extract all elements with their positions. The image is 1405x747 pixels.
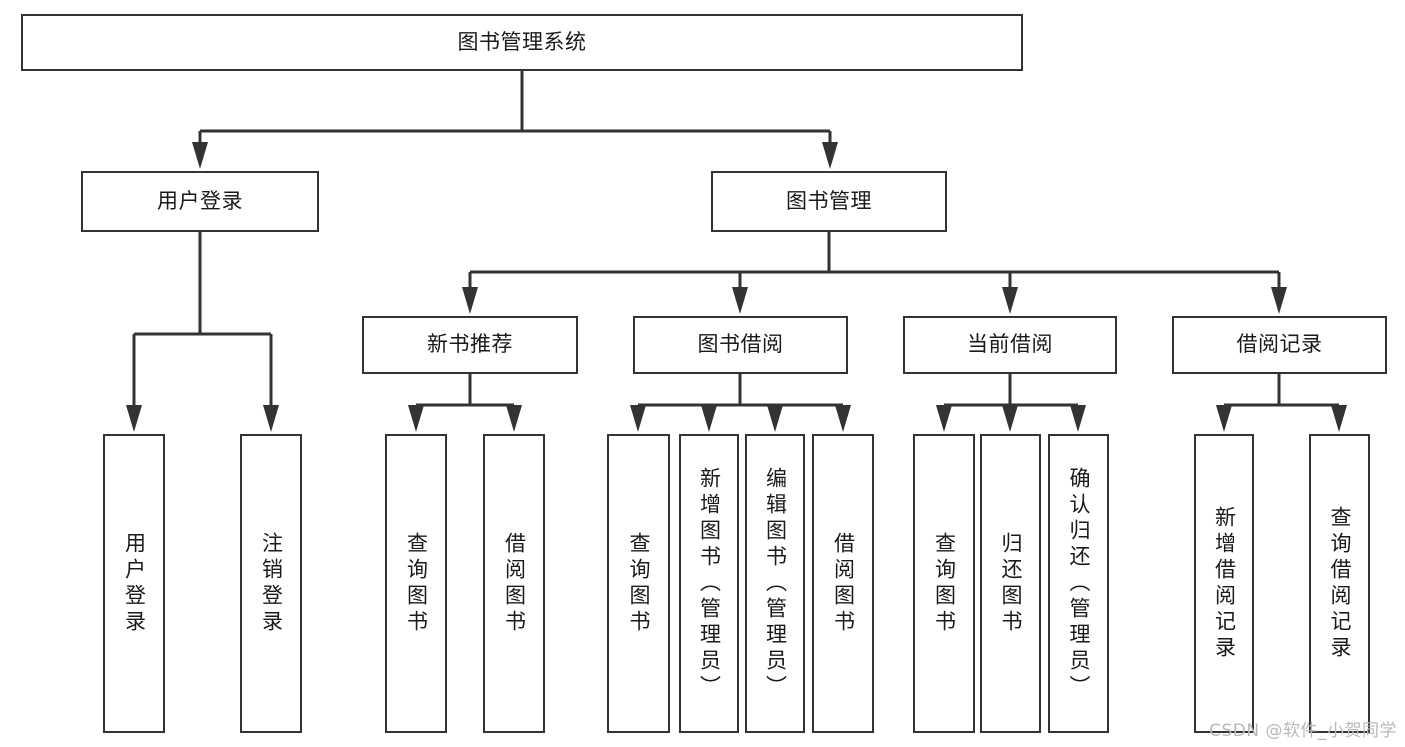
node-label: 查询图书 <box>932 531 957 636</box>
node-leaf-user-login: 用户登录 <box>103 434 165 733</box>
connector-arrowhead <box>126 405 142 432</box>
node-user-login: 用户登录 <box>81 171 319 232</box>
node-leaf-borrow-book-a: 借阅图书 <box>483 434 545 733</box>
node-label: 用户登录 <box>157 188 243 213</box>
node-label: 图书管理 <box>786 188 872 213</box>
node-label: 查询图书 <box>404 531 429 636</box>
connector-arrowhead <box>263 405 279 432</box>
node-label: 编辑图书（管理员） <box>763 466 788 701</box>
node-label: 查询借阅记录 <box>1328 505 1352 662</box>
node-label: 借阅图书 <box>831 531 856 636</box>
node-label: 新增图书（管理员） <box>697 466 722 701</box>
node-leaf-query-record: 查询借阅记录 <box>1309 434 1370 733</box>
node-label: 新书推荐 <box>427 332 513 357</box>
node-current-borrow: 当前借阅 <box>903 316 1117 374</box>
connector-arrowhead <box>506 405 522 432</box>
connector-arrowhead <box>1002 405 1018 432</box>
node-label: 确认归还（管理员） <box>1067 466 1091 701</box>
node-leaf-query-book-a: 查询图书 <box>385 434 447 733</box>
connector-arrowhead <box>408 405 424 432</box>
node-label: 归还图书 <box>999 531 1023 636</box>
node-label: 新增借阅记录 <box>1212 505 1237 662</box>
connector-arrowhead <box>936 405 952 432</box>
node-new-book-rec: 新书推荐 <box>362 316 578 374</box>
node-leaf-add-record: 新增借阅记录 <box>1194 434 1254 733</box>
connector-arrowhead <box>192 142 208 169</box>
node-label: 注销登录 <box>259 531 284 636</box>
connector-arrowhead <box>1331 405 1347 432</box>
node-book-manage: 图书管理 <box>711 171 947 232</box>
node-leaf-borrow-book-b: 借阅图书 <box>812 434 874 733</box>
connector-arrowhead <box>1070 405 1086 432</box>
node-leaf-edit-book: 编辑图书（管理员） <box>745 434 805 733</box>
node-leaf-add-book: 新增图书（管理员） <box>679 434 739 733</box>
node-label: 借阅图书 <box>502 531 527 636</box>
node-label: 查询图书 <box>627 531 651 636</box>
connector-arrowhead <box>1271 287 1287 314</box>
connector-arrowhead <box>835 405 851 432</box>
connector-arrowhead <box>1216 405 1232 432</box>
node-borrow-record: 借阅记录 <box>1172 316 1387 374</box>
node-label: 当前借阅 <box>967 332 1053 357</box>
node-label: 用户登录 <box>122 531 147 636</box>
node-label: 图书借阅 <box>697 332 784 357</box>
connector-arrowhead <box>822 142 838 169</box>
node-root: 图书管理系统 <box>21 14 1023 71</box>
connector-arrowhead <box>767 405 783 432</box>
connector-arrowhead <box>462 287 478 314</box>
node-book-borrow: 图书借阅 <box>633 316 848 374</box>
node-leaf-query-book-c: 查询图书 <box>913 434 975 733</box>
connector-arrowhead <box>630 405 646 432</box>
node-leaf-logout: 注销登录 <box>240 434 302 733</box>
node-label: 图书管理系统 <box>457 29 587 54</box>
node-leaf-confirm-return: 确认归还（管理员） <box>1048 434 1109 733</box>
connector-arrowhead <box>701 405 717 432</box>
connector-arrowhead <box>1002 287 1018 314</box>
connector-arrowhead <box>732 287 748 314</box>
node-label: 借阅记录 <box>1236 332 1323 357</box>
node-leaf-return-book: 归还图书 <box>980 434 1041 733</box>
node-leaf-query-book-b: 查询图书 <box>607 434 670 733</box>
